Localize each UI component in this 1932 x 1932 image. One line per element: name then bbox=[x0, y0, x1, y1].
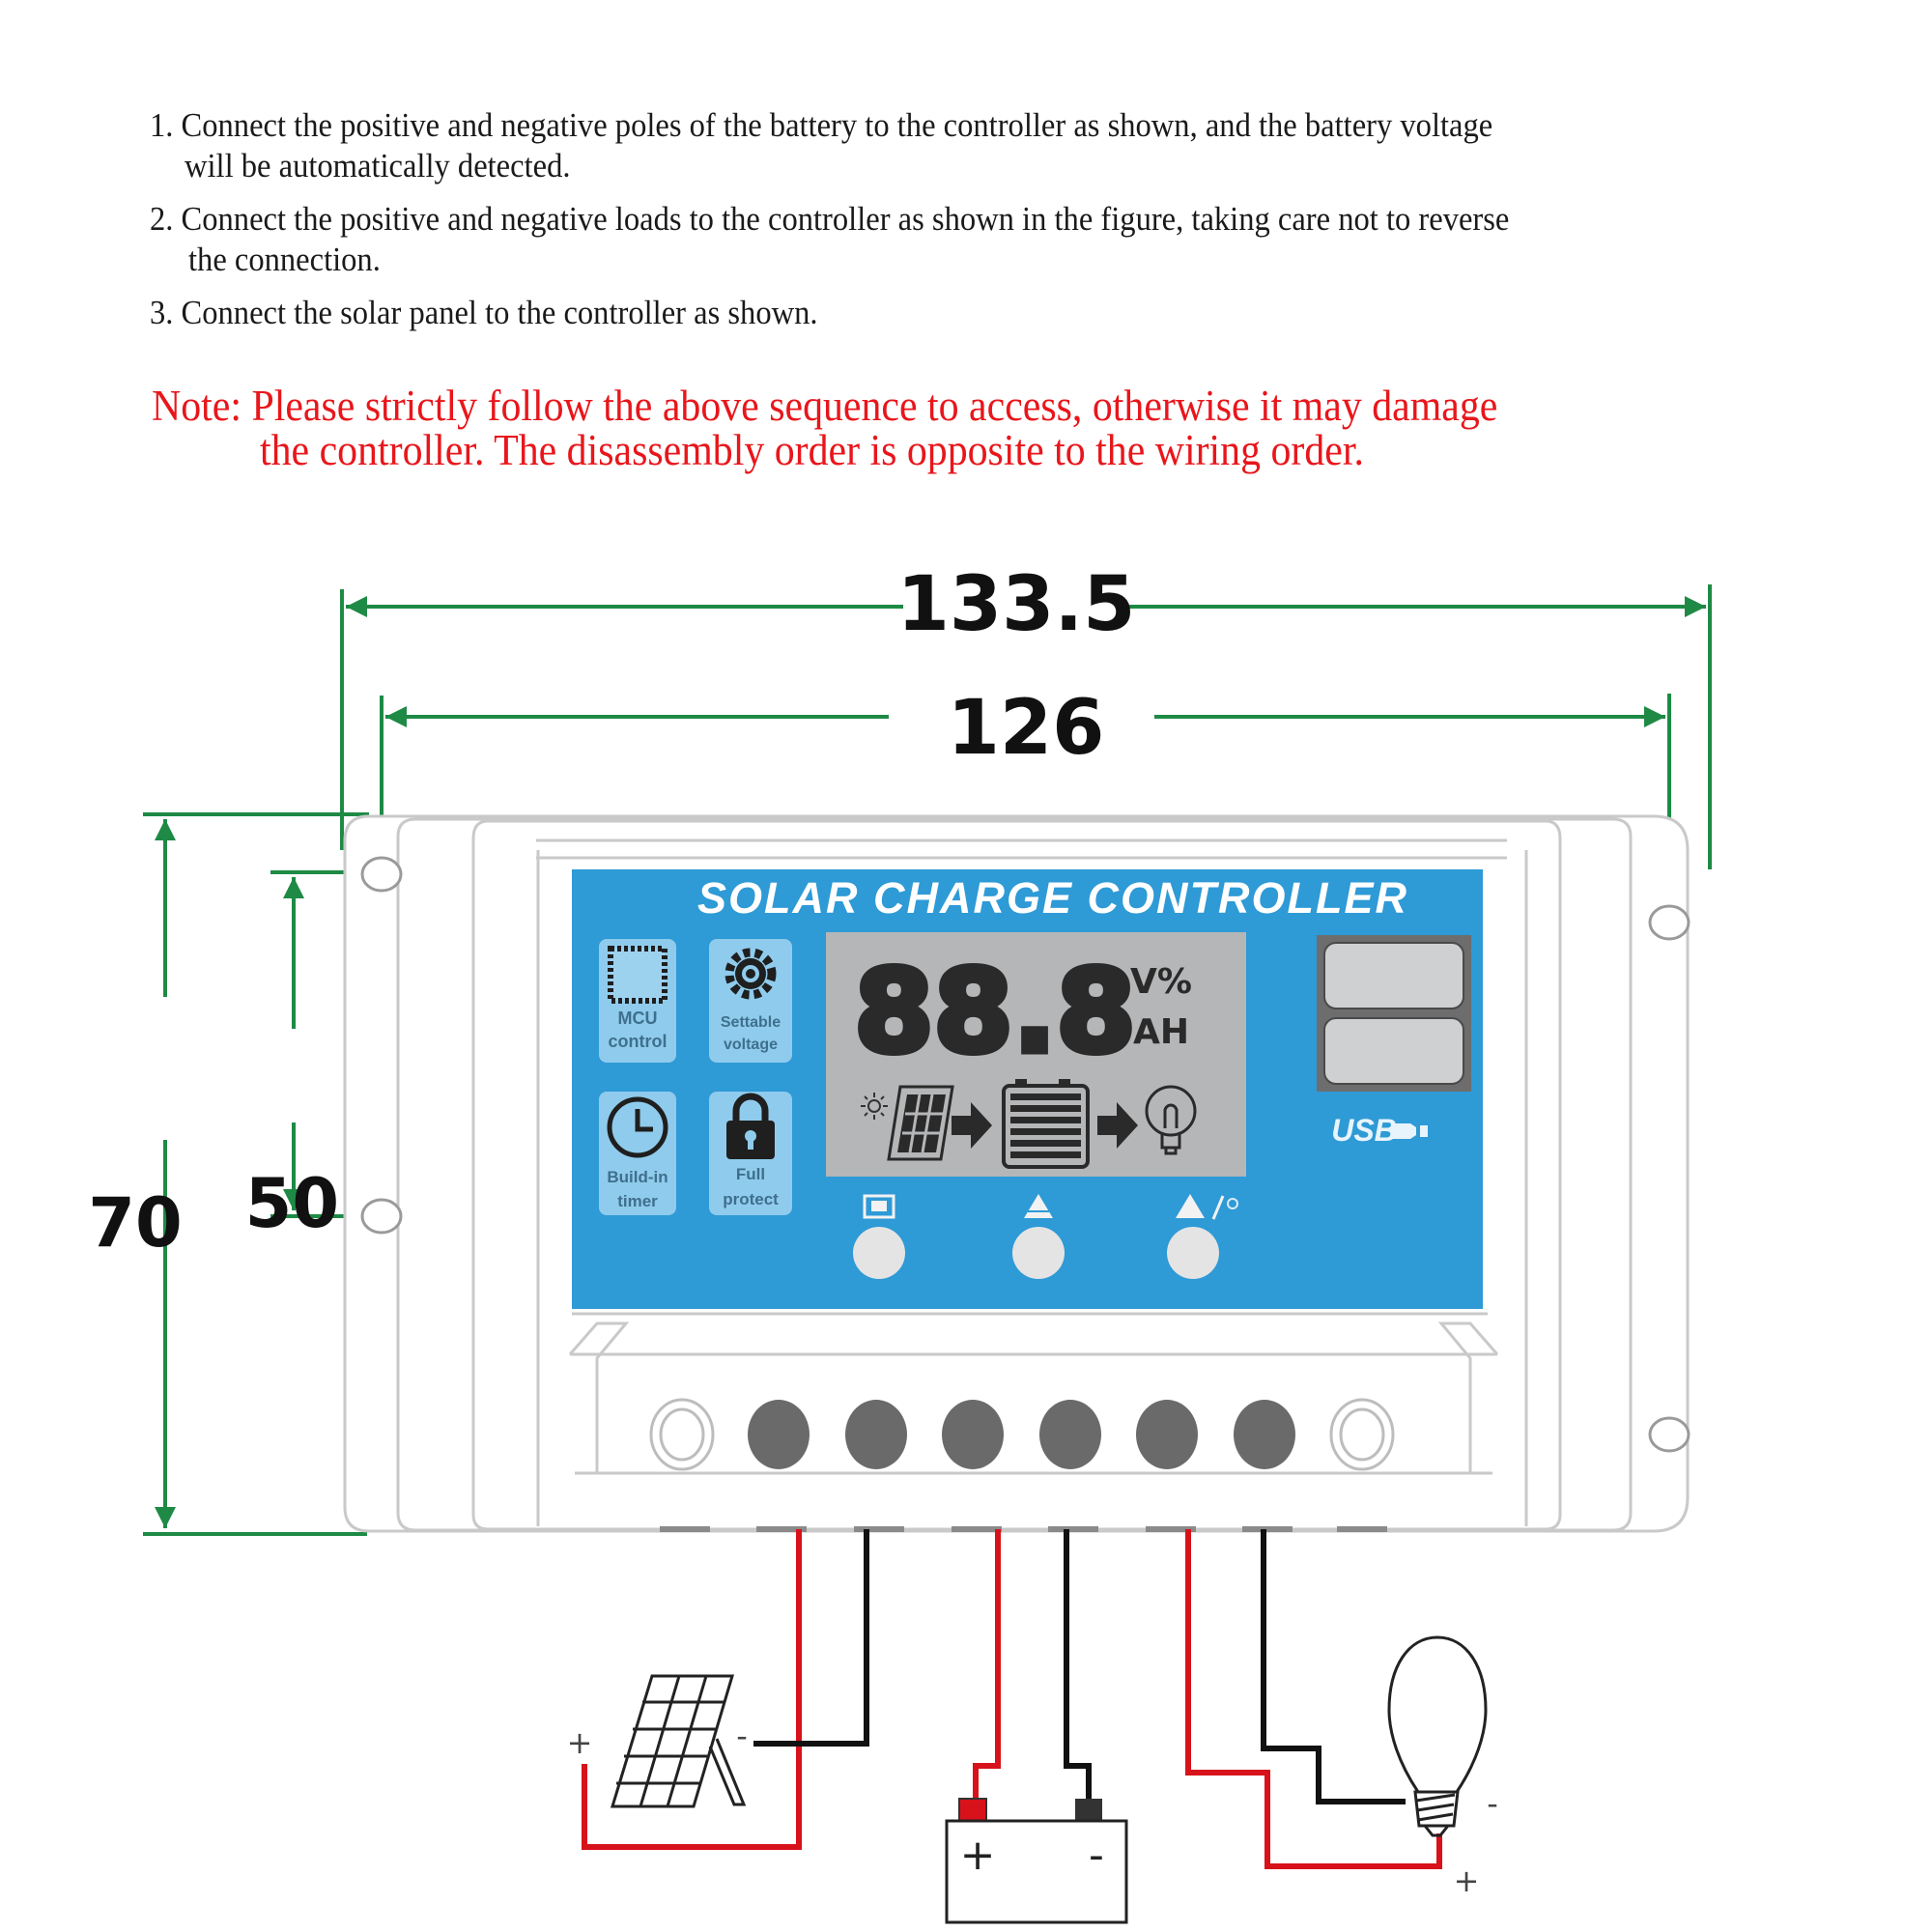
usb-port bbox=[1317, 935, 1471, 1092]
battery-plus-label: + bbox=[960, 1831, 996, 1880]
terminal-screw bbox=[1234, 1400, 1295, 1469]
load-plus-label: + bbox=[1454, 1862, 1480, 1899]
svg-text:Build-in: Build-in bbox=[607, 1168, 668, 1186]
chip-icon bbox=[608, 946, 668, 1004]
instruction-1-line1: 1. Connect the positive and negative pol… bbox=[150, 106, 1493, 144]
dim-label-133-5: 133.5 bbox=[897, 561, 1136, 648]
terminal-screw bbox=[845, 1400, 907, 1469]
load-positive-wire bbox=[1185, 1529, 1442, 1869]
battery-negative-wire bbox=[1064, 1529, 1092, 1799]
svg-text:MCU: MCU bbox=[618, 1009, 658, 1028]
lcd-solar-panel-icon bbox=[887, 1085, 954, 1161]
light-bulb-icon bbox=[1387, 1635, 1488, 1837]
dim-label-70: 70 bbox=[88, 1183, 182, 1263]
gear-icon bbox=[724, 948, 777, 1000]
dimension-overall-height bbox=[143, 812, 369, 1536]
clock-icon bbox=[607, 1096, 668, 1158]
terminal-cap-left bbox=[649, 1398, 715, 1471]
mount-hole-top-left bbox=[360, 856, 403, 893]
usb-plug-icon bbox=[1391, 1123, 1428, 1139]
panel-title: SOLAR CHARGE CONTROLLER bbox=[697, 873, 1408, 923]
lcd-display: 88.8 V% AH bbox=[826, 932, 1246, 1177]
svg-text:voltage: voltage bbox=[724, 1037, 778, 1053]
menu-icon bbox=[863, 1194, 895, 1219]
feature-tile-timer: Build-in timer bbox=[599, 1092, 676, 1215]
load-negative-wire bbox=[1261, 1529, 1406, 1804]
control-button-down-light[interactable] bbox=[1167, 1194, 1238, 1279]
instruction-2-line1: 2. Connect the positive and negative loa… bbox=[150, 200, 1510, 238]
svg-text:timer: timer bbox=[617, 1192, 658, 1210]
control-button-up[interactable] bbox=[1012, 1194, 1065, 1279]
lcd-bulb-icon bbox=[1145, 1085, 1197, 1155]
svg-text:control: control bbox=[609, 1032, 668, 1051]
lcd-arrow-icon bbox=[1097, 1102, 1138, 1149]
load-minus-label: - bbox=[1487, 1785, 1498, 1822]
svg-text:protect: protect bbox=[723, 1190, 779, 1208]
mount-hole-top-right bbox=[1648, 904, 1690, 941]
feature-tile-mcu: MCU control bbox=[599, 939, 676, 1063]
terminal-block bbox=[649, 1398, 1395, 1532]
lcd-arrow-icon bbox=[952, 1102, 992, 1149]
solar-minus-label: - bbox=[736, 1718, 748, 1754]
terminal-cap-right bbox=[1329, 1398, 1395, 1471]
terminal-screw bbox=[942, 1400, 1004, 1469]
terminal-screw bbox=[1136, 1400, 1198, 1469]
battery-icon bbox=[945, 1798, 1128, 1924]
lcd-sun-icon bbox=[861, 1093, 888, 1120]
terminal-screw bbox=[1039, 1400, 1101, 1469]
wires bbox=[582, 1529, 1442, 1869]
lcd-unit-ah: AH bbox=[1133, 1012, 1189, 1052]
lock-icon bbox=[726, 1093, 775, 1159]
note-line1: Note: Please strictly follow the above s… bbox=[152, 382, 1498, 430]
mount-hole-bottom-left bbox=[360, 1198, 403, 1235]
solar-negative-wire bbox=[753, 1529, 869, 1747]
mounting-holes bbox=[360, 856, 1690, 1453]
dimension-overall-width bbox=[340, 584, 1712, 869]
solar-panel-icon bbox=[610, 1674, 747, 1808]
feature-tile-settable-voltage: Settable voltage bbox=[709, 939, 792, 1063]
terminal-screw bbox=[748, 1400, 810, 1469]
feature-tile-protect: Full protect bbox=[709, 1092, 792, 1215]
control-button-menu[interactable] bbox=[853, 1194, 905, 1279]
lcd-unit-vpercent: V% bbox=[1130, 962, 1192, 1002]
dim-label-126: 126 bbox=[948, 685, 1105, 772]
down-light-icon bbox=[1176, 1194, 1205, 1218]
svg-text:Full: Full bbox=[736, 1165, 765, 1183]
lcd-battery-icon bbox=[1002, 1079, 1090, 1169]
battery-positive-wire bbox=[973, 1529, 1001, 1800]
solar-positive-wire bbox=[582, 1529, 802, 1850]
instruction-2-line2: the connection. bbox=[188, 241, 381, 278]
solar-plus-label: + bbox=[567, 1724, 593, 1761]
instruction-3: 3. Connect the solar panel to the contro… bbox=[150, 294, 818, 331]
instruction-1-line2: will be automatically detected. bbox=[185, 147, 571, 185]
note-line2: the controller. The disassembly order is… bbox=[260, 426, 1364, 474]
lcd-digits: 88.8 bbox=[854, 945, 1135, 1078]
mount-hole-bottom-right bbox=[1648, 1416, 1690, 1453]
usb-label: USB bbox=[1331, 1113, 1397, 1148]
svg-text:Settable: Settable bbox=[721, 1014, 781, 1031]
battery-minus-label: - bbox=[1089, 1831, 1104, 1880]
